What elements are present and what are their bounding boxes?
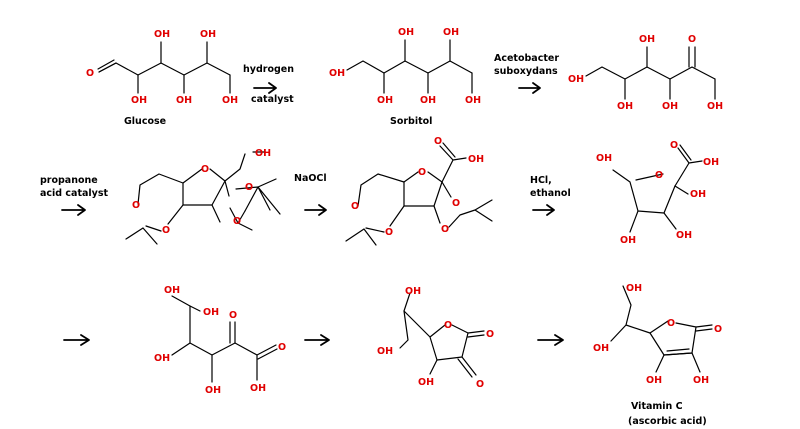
dha-carbonyl-o: O [476, 379, 484, 390]
chain-oh: OH [164, 285, 180, 296]
sorbitol-oh: OH [465, 95, 481, 106]
ring-o: O [444, 320, 452, 331]
sorbose-oh: OH [617, 101, 633, 112]
ascorbic-acid-label: (ascorbic acid) [628, 416, 707, 427]
dha-oh: OH [377, 346, 393, 357]
sorbitol-oh: OH [398, 27, 414, 38]
chain-oh: OH [203, 307, 219, 318]
reagent-ethanol: ethanol [530, 188, 571, 199]
reaction-arrow [518, 82, 541, 94]
dehydroascorbic-acid-structure: OH OH O O O OH [377, 286, 494, 390]
glucose-oh: OH [131, 95, 147, 106]
diacetone-ketogulonic-acid-structure: O O O O O O OH [345, 136, 493, 246]
sorbitol-oh: OH [329, 68, 345, 79]
furanose-oh: OH [620, 235, 636, 246]
reagent-naocl: NaOCl [294, 173, 327, 184]
diacetone-sorbose-structure: O O O O O OH [125, 148, 281, 245]
reaction-arrow [63, 334, 90, 346]
dha-oh: OH [405, 286, 421, 297]
vitc-oh: OH [593, 343, 609, 354]
carbonyl-o: O [670, 140, 678, 151]
vitamin-c-structure: OH OH O O OH OH Vitamin C (ascorbic acid… [593, 283, 722, 427]
sorbitol-oh: OH [420, 95, 436, 106]
glucose-oh: OH [200, 29, 216, 40]
sorbose-oh: OH [639, 34, 655, 45]
ring-o: O [245, 182, 253, 193]
reagent-hcl: HCl, [530, 175, 552, 186]
chain-oh: OH [205, 385, 221, 396]
ring-o: O [667, 318, 675, 329]
sorbose-oh: OH [707, 101, 723, 112]
chain-ketone-o: O [229, 310, 237, 321]
sorbitol-label: Sorbitol [390, 116, 432, 127]
glucose-structure: O OH OH OH OH OH Glucose [86, 29, 238, 127]
ring-o: O [452, 198, 460, 209]
ring-o: O [655, 170, 663, 181]
reagent-propanone: propanone [40, 175, 98, 186]
chain-oh: OH [154, 353, 170, 364]
sorbose-structure: OH OH O OH OH OH [568, 34, 723, 112]
glucose-aldehyde-o: O [86, 68, 94, 79]
reagent-acetobacter: Acetobacter [494, 53, 559, 64]
reaction-arrow [537, 334, 564, 346]
sorbose-oh: OH [662, 101, 678, 112]
ring-o: O [201, 164, 209, 175]
ring-o: O [441, 224, 449, 235]
glucose-oh: OH [222, 95, 238, 106]
ring-o: O [351, 201, 359, 212]
sorbitol-structure: OH OH OH OH OH OH Sorbitol [329, 27, 481, 127]
carboxyl-oh: OH [468, 154, 484, 165]
sorbitol-oh: OH [377, 95, 393, 106]
dha-carbonyl-o: O [486, 329, 494, 340]
furanose-oh: OH [676, 230, 692, 241]
reagent-hydrogen: hydrogen [243, 64, 294, 75]
ring-o: O [162, 225, 170, 236]
glucose-oh: OH [154, 29, 170, 40]
reagent-catalyst: catalyst [251, 94, 294, 105]
glucose-oh: OH [176, 95, 192, 106]
reagent-suboxydans: suboxydans [494, 66, 558, 77]
carboxyl-oh: OH [703, 157, 719, 168]
vitc-oh: OH [693, 375, 709, 386]
reaction-arrow [304, 334, 330, 346]
reagent-acid-catalyst: acid catalyst [40, 188, 109, 199]
ring-o: O [132, 200, 140, 211]
reaction-arrow [304, 204, 327, 216]
dha-oh: OH [418, 377, 434, 388]
chain-oh: OH [250, 383, 266, 394]
vitc-oh: OH [646, 375, 662, 386]
vitc-carbonyl-o: O [714, 324, 722, 335]
ring-o: O [233, 216, 241, 227]
carbonyl-o: O [434, 136, 442, 147]
chain-carbonyl-o: O [278, 342, 286, 353]
reaction-arrow [253, 82, 277, 94]
ring-o: O [385, 227, 393, 238]
ring-o: O [418, 167, 426, 178]
vitamin-c-label: Vitamin C [631, 401, 683, 412]
reaction-arrow [532, 204, 555, 216]
sorbose-ketone-o: O [688, 34, 696, 45]
vitc-oh: OH [626, 283, 642, 294]
ketogulonic-acid-furanose-structure: OH O O OH OH OH OH [596, 140, 719, 246]
furanose-oh: OH [690, 189, 706, 200]
sorbose-oh: OH [568, 74, 584, 85]
furanose-oh: OH [596, 153, 612, 164]
reaction-arrow [61, 204, 86, 216]
glucose-label: Glucose [124, 116, 166, 127]
sorbitol-oh: OH [443, 27, 459, 38]
diacetone-oh: OH [255, 148, 271, 159]
ketogulonic-acid-chain-structure: OH OH OH O O OH OH [154, 285, 286, 396]
